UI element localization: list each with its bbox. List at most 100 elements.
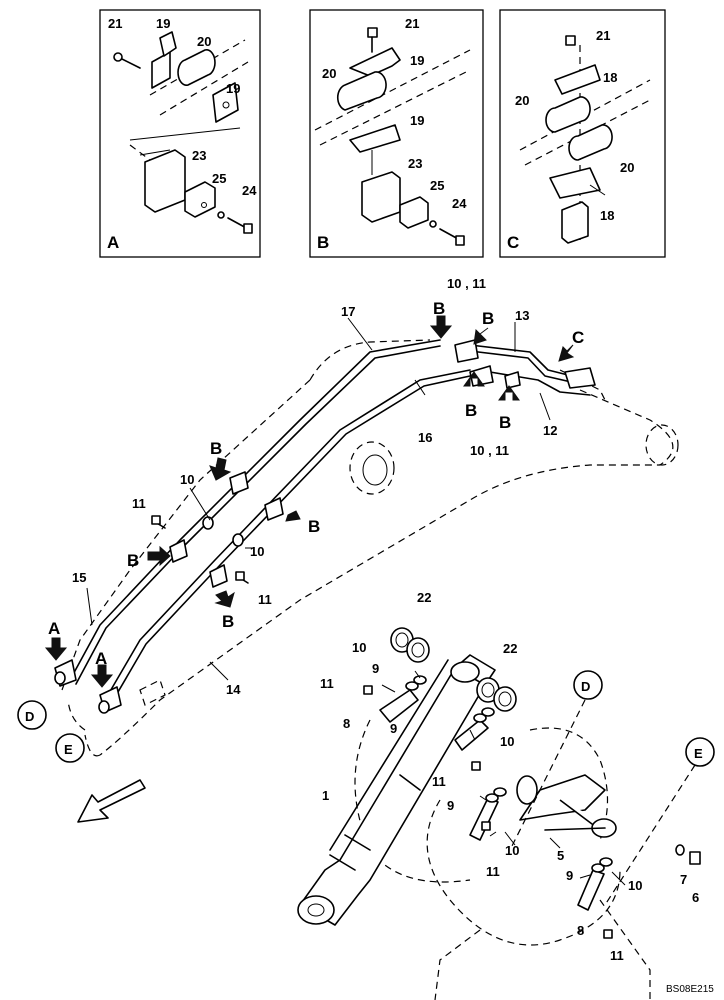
circle-ref-d-main xyxy=(17,700,47,730)
collar-20 xyxy=(177,49,216,86)
fitting-8-e xyxy=(577,869,605,911)
circle-ref-d-main-label: D xyxy=(25,709,34,724)
svg-text:B: B xyxy=(465,401,477,420)
svg-text:19: 19 xyxy=(156,16,170,31)
svg-text:5: 5 xyxy=(557,848,564,863)
svg-text:B: B xyxy=(499,413,511,432)
part-labels: 10 , 11 17 13 16 12 10 , 11 10 11 10 11 … xyxy=(72,276,699,963)
svg-text:20: 20 xyxy=(322,66,336,81)
detail-b-letter: B xyxy=(317,233,329,252)
svg-text:B: B xyxy=(222,612,234,631)
collar-20-upper xyxy=(545,96,591,133)
collar-20-lower xyxy=(568,124,613,161)
callout-letters: B B C B B B B B B A A xyxy=(48,299,584,668)
svg-text:18: 18 xyxy=(600,208,614,223)
circle-ref-e-detail xyxy=(685,737,715,767)
svg-text:C: C xyxy=(572,328,584,347)
fitting-8-upper xyxy=(379,689,419,723)
svg-text:23: 23 xyxy=(192,148,206,163)
block-23 xyxy=(361,171,401,223)
svg-text:10: 10 xyxy=(505,843,519,858)
detail-c-letter: C xyxy=(507,233,519,252)
boom-outline-top xyxy=(309,339,431,381)
svg-text:11: 11 xyxy=(610,948,624,963)
svg-text:20: 20 xyxy=(620,160,634,175)
svg-text:11: 11 xyxy=(320,676,334,691)
svg-text:A: A xyxy=(95,649,107,668)
detail-a-frame xyxy=(99,9,261,258)
clamp-18-lower xyxy=(549,167,601,199)
bolt-21 xyxy=(113,52,123,62)
cylinder-assembly xyxy=(297,627,701,1000)
svg-text:8: 8 xyxy=(577,923,584,938)
svg-text:11: 11 xyxy=(132,496,146,511)
svg-text:20: 20 xyxy=(515,93,529,108)
svg-text:11: 11 xyxy=(486,864,500,879)
svg-text:24: 24 xyxy=(452,196,467,211)
svg-text:B: B xyxy=(210,439,222,458)
detail-view-c: 21 18 20 20 18 C xyxy=(499,9,666,258)
callout-arrows xyxy=(44,315,575,823)
svg-text:B: B xyxy=(308,517,320,536)
detail-view-a: 21 19 20 19 23 25 24 A xyxy=(99,9,261,258)
drawing-id: BS08E215 xyxy=(666,984,714,995)
circle-ref-e-main-label: E xyxy=(64,742,73,757)
svg-text:9: 9 xyxy=(566,868,573,883)
svg-text:21: 21 xyxy=(405,16,419,31)
svg-text:1: 1 xyxy=(322,788,329,803)
svg-text:21: 21 xyxy=(108,16,122,31)
svg-text:6: 6 xyxy=(692,890,699,905)
circle-ref-d-detail-label: D xyxy=(581,679,590,694)
svg-text:22: 22 xyxy=(503,641,517,656)
svg-text:9: 9 xyxy=(390,721,397,736)
svg-text:B: B xyxy=(127,551,139,570)
joint-10-11-lower xyxy=(469,365,494,387)
fitting-8-middle xyxy=(454,719,489,751)
circle-ref-e-main xyxy=(55,733,85,763)
svg-text:21: 21 xyxy=(596,28,610,43)
svg-text:20: 20 xyxy=(197,34,211,49)
pipe-17 xyxy=(69,339,441,681)
circle-ref-d-detail xyxy=(573,670,603,700)
svg-text:9: 9 xyxy=(372,661,379,676)
svg-text:10 , 11: 10 , 11 xyxy=(470,443,509,458)
joint-10-11-upper xyxy=(454,339,479,363)
svg-text:15: 15 xyxy=(72,570,86,585)
pipe-13 xyxy=(469,344,581,379)
block-23 xyxy=(144,149,186,213)
svg-text:23: 23 xyxy=(408,156,422,171)
svg-text:16: 16 xyxy=(418,430,432,445)
svg-text:8: 8 xyxy=(343,716,350,731)
svg-text:25: 25 xyxy=(430,178,444,193)
detail-c-frame xyxy=(499,9,666,258)
svg-text:19: 19 xyxy=(226,81,240,96)
clamp-18-upper xyxy=(554,64,601,95)
svg-text:22: 22 xyxy=(417,590,431,605)
clamp-19-lower xyxy=(349,124,401,153)
svg-text:12: 12 xyxy=(543,423,557,438)
washer-25 xyxy=(429,220,437,228)
svg-text:19: 19 xyxy=(410,113,424,128)
cylinder-rod-eye xyxy=(297,895,335,925)
svg-text:11: 11 xyxy=(432,774,446,789)
svg-text:10: 10 xyxy=(180,472,194,487)
fitting-8-lower xyxy=(469,797,499,841)
boom-assembly xyxy=(54,317,679,757)
svg-text:17: 17 xyxy=(341,304,355,319)
svg-text:10: 10 xyxy=(500,734,514,749)
svg-text:24: 24 xyxy=(242,183,257,198)
svg-text:A: A xyxy=(48,619,60,638)
svg-text:13: 13 xyxy=(515,308,529,323)
bolt-21 xyxy=(367,27,378,38)
clamp-19-upper xyxy=(151,51,171,89)
bolt-24 xyxy=(455,235,465,246)
front-direction-arrow xyxy=(77,779,146,823)
circle-ref-e-detail-label: E xyxy=(694,746,703,761)
svg-text:10: 10 xyxy=(628,878,642,893)
svg-text:25: 25 xyxy=(212,171,226,186)
svg-text:19: 19 xyxy=(410,53,424,68)
svg-text:7: 7 xyxy=(680,872,687,887)
svg-text:9: 9 xyxy=(447,798,454,813)
boom-outline-bottom xyxy=(99,389,674,756)
